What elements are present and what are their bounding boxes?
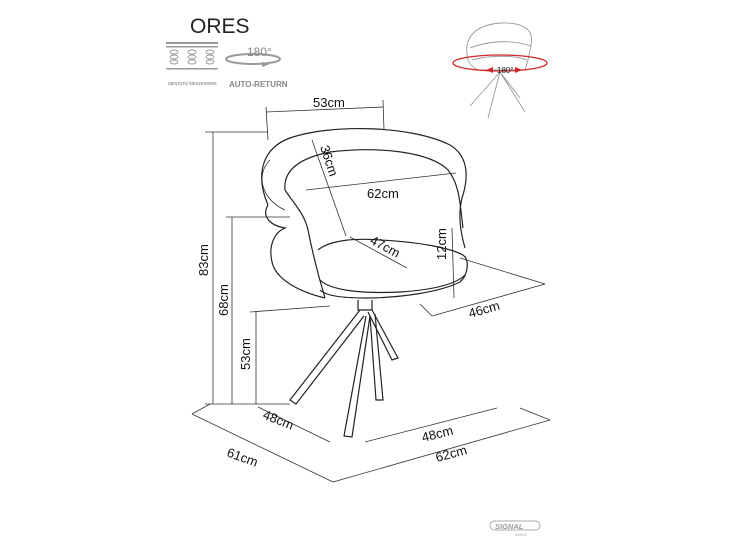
swivel-degrees: 180° xyxy=(497,66,514,75)
dim-total-height: 83cm xyxy=(196,244,211,276)
springs-caption: sprężyny kieszeniowe xyxy=(168,81,217,87)
dim-base-width: 48cm xyxy=(420,423,454,445)
dim-overall-width: 62cm xyxy=(367,186,399,201)
swivel-chair-thumbnail xyxy=(452,22,548,119)
dim-armrest-floor-height: 68cm xyxy=(216,284,231,316)
dim-seat-height: 53cm xyxy=(238,338,253,370)
dimension-lines xyxy=(191,99,551,483)
auto-return-label: AUTO-RETURN xyxy=(229,80,288,89)
brand-name: SIGNAL xyxy=(495,522,524,531)
dim-base-depth: 48cm xyxy=(261,407,296,433)
dim-total-depth: 61cm xyxy=(225,445,260,470)
signal-logo: SIGNAL MEBLE xyxy=(489,520,541,537)
dim-seat-depth: 46cm xyxy=(467,298,502,321)
auto-return-icon xyxy=(225,53,281,67)
dim-total-width: 62cm xyxy=(434,442,469,465)
dim-back-width: 53cm xyxy=(313,95,345,110)
chair-outline xyxy=(261,127,468,438)
dim-back-depth: 36cm xyxy=(317,143,341,178)
dim-armrest-height: 12cm xyxy=(434,228,449,260)
auto-return-degrees: 180° xyxy=(247,45,272,59)
brand-sub: MEBLE xyxy=(515,533,528,537)
pocket-springs-icon xyxy=(166,42,218,70)
product-title: ORES xyxy=(190,15,250,38)
